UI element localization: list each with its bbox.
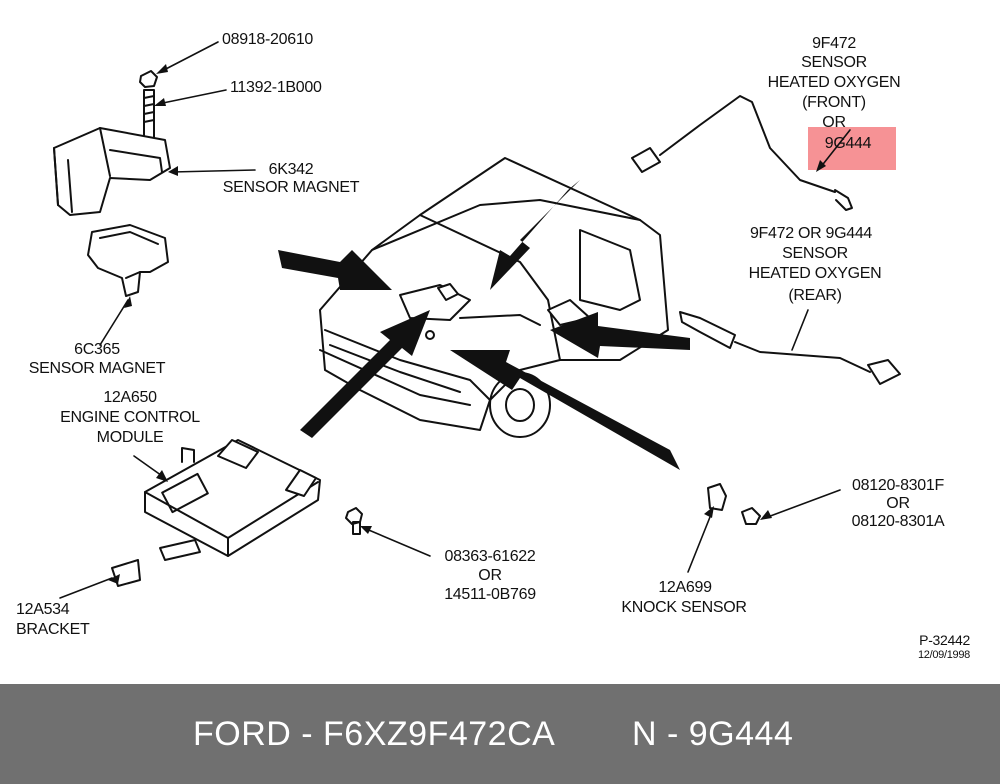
sensor-magnet-left-name: SENSOR MAGNET (28, 360, 166, 377)
knock-bolt-part-2: 08120-8301A (851, 513, 945, 530)
bracket-number: 12A534 (16, 601, 70, 618)
sensor-magnet-left-drawing (87, 224, 169, 297)
bolt-part-label: 11392-1B000 (230, 79, 322, 96)
knock-sensor-number: 12A699 (658, 579, 712, 596)
footer-bar: FORD - F6XZ9F472CA N - 9G444 (0, 684, 1000, 784)
knock-bolt-or: OR (886, 495, 910, 512)
screw-icon (345, 507, 363, 535)
ecm-name-line1: ENGINE CONTROL (60, 409, 200, 426)
front-sensor-alt-part: 9G444 (824, 135, 872, 152)
nut-part-label: 08918-20610 (222, 31, 314, 48)
leader-arrowheads (108, 64, 826, 584)
front-oxygen-sensor-drawing (631, 95, 853, 211)
sensor-magnet-top-drawing (53, 127, 171, 216)
front-sensor-line1: SENSOR (801, 54, 867, 71)
rear-sensor-line3: (REAR) (788, 287, 842, 304)
ecm-name-line2: MODULE (96, 429, 164, 446)
rear-sensor-line2: HEATED OXYGEN (748, 265, 882, 282)
front-sensor-or: OR (822, 114, 846, 131)
reference-code: P-32442 (919, 632, 970, 648)
ecm-number: 12A650 (103, 389, 157, 406)
sensor-magnet-left-number: 6C365 (74, 341, 120, 358)
screw-or: OR (478, 567, 502, 584)
knock-sensor-name: KNOCK SENSOR (621, 599, 747, 616)
nut-icon (139, 70, 158, 88)
front-sensor-line2: HEATED OXYGEN (767, 74, 901, 91)
footer-brand-part: FORD - F6XZ9F472CA (193, 715, 556, 753)
reference-date: 12/09/1998 (917, 649, 970, 661)
vehicle-drawing (319, 157, 669, 438)
front-sensor-number: 9F472 (812, 35, 856, 52)
screw-part-2: 14511-0B769 (444, 586, 536, 603)
leader-lines (59, 41, 851, 599)
front-sensor-line3: (FRONT) (802, 94, 866, 111)
knock-bolt-part-1: 08120-8301F (852, 477, 944, 494)
engine-control-module-drawing (144, 439, 321, 561)
rear-sensor-line1: SENSOR (782, 245, 848, 262)
footer-alt-part: N - 9G444 (632, 715, 794, 753)
rear-oxygen-sensor-drawing (679, 311, 901, 385)
parts-diagram: 08918-20610 11392-1B000 6K342 SENSOR MAG… (16, 31, 971, 661)
location-arrows (278, 180, 690, 470)
bracket-name: BRACKET (16, 621, 90, 638)
rear-sensor-number: 9F472 OR 9G444 (749, 225, 873, 242)
sensor-magnet-top-number: 6K342 (268, 161, 314, 178)
diagram-drawing (53, 41, 901, 599)
knock-sensor-drawing (707, 483, 761, 525)
bolt-icon (143, 89, 155, 151)
sensor-magnet-top-name: SENSOR MAGNET (222, 179, 360, 196)
screw-part-1: 08363-61622 (444, 548, 536, 565)
